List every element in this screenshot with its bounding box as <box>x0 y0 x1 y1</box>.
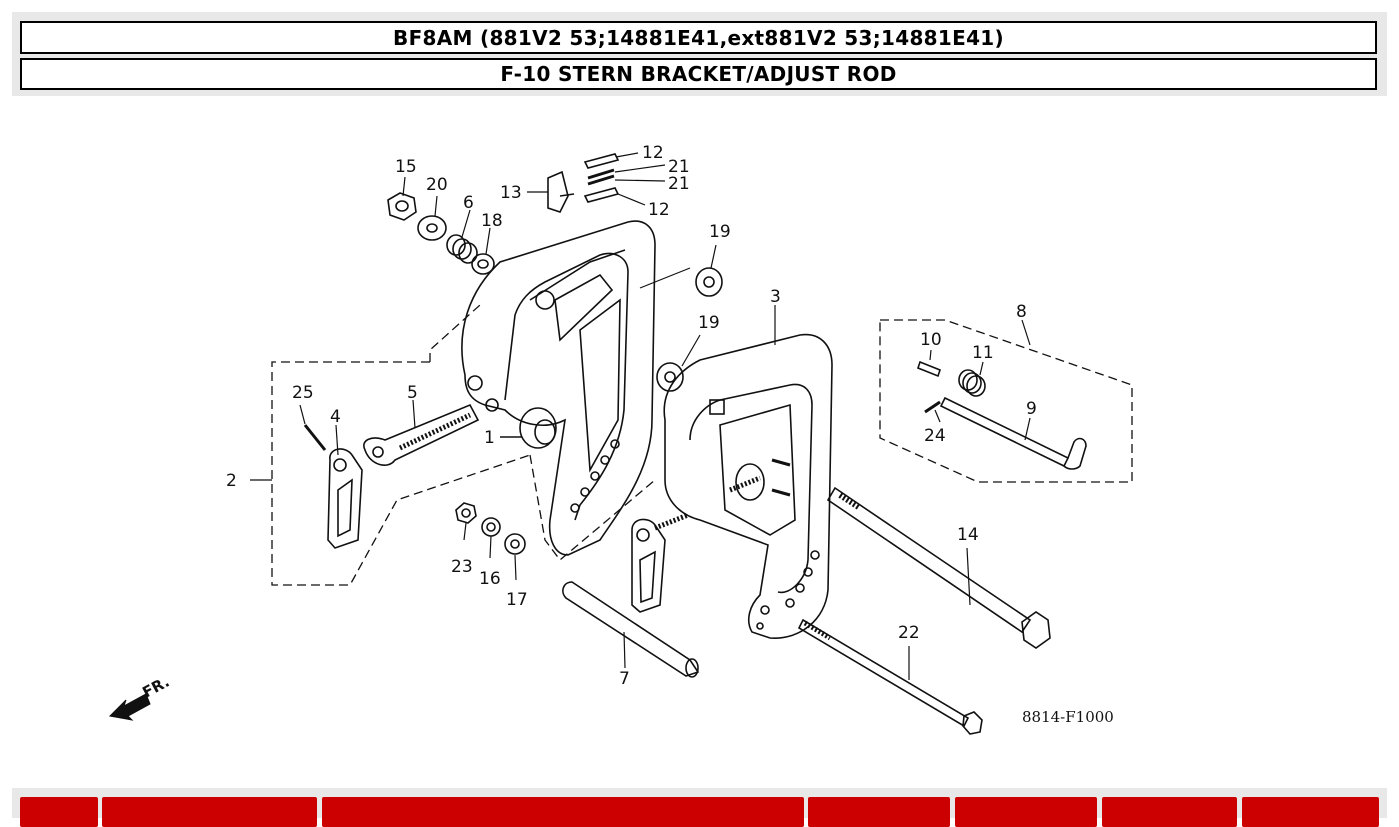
callout-25: 25 <box>292 383 314 403</box>
part-9-adjust-rod <box>939 396 1087 470</box>
section-title: F-10 STERN BRACKET/ADJUST ROD <box>20 58 1377 90</box>
part-14-bolt <box>826 486 1051 649</box>
callout-14: 14 <box>957 525 979 545</box>
model-title: BF8AM (881V2 53;14881E41,ext881V2 53;148… <box>20 21 1377 54</box>
callout-18: 18 <box>481 211 503 231</box>
parts-diagram: 1 2 3 4 5 6 7 8 9 10 11 12 12 13 14 15 1… <box>108 143 1133 735</box>
part-22-bolt <box>797 618 983 735</box>
parts-table-header-cell <box>1242 797 1379 827</box>
part-6-spring <box>446 234 478 264</box>
callout-15: 15 <box>395 157 417 177</box>
part-17-washer <box>504 533 526 555</box>
part-5-rod <box>363 403 480 466</box>
right-lever <box>631 512 689 613</box>
left-stern-bracket <box>461 220 656 556</box>
callout-19-upper: 19 <box>709 222 731 242</box>
callout-20: 20 <box>426 175 448 195</box>
parts-table-header-cell <box>808 797 950 827</box>
parts-table-header-cell <box>1102 797 1237 827</box>
callout-3: 3 <box>770 287 781 307</box>
part-3-right-bracket <box>663 333 833 639</box>
part-15-nut <box>387 192 417 221</box>
part-12-21-pins <box>583 153 620 203</box>
callout-11: 11 <box>972 343 994 363</box>
callout-24: 24 <box>924 426 946 446</box>
part-11-spring <box>958 369 986 397</box>
drawing-code: 8814-F1000 <box>1022 708 1114 726</box>
callout-12-upper: 12 <box>642 143 664 163</box>
part-24-pin <box>924 400 941 414</box>
callout-6: 6 <box>463 193 474 213</box>
assembly-outline-2 <box>271 304 656 586</box>
callout-21-upper: 21 <box>668 157 690 177</box>
callout-2: 2 <box>226 471 237 491</box>
callout-9: 9 <box>1026 399 1037 419</box>
part-20-washer <box>417 215 447 241</box>
callout-4: 4 <box>330 407 341 427</box>
callout-5: 5 <box>407 383 418 403</box>
part-23-nut <box>455 502 477 524</box>
callout-16: 16 <box>479 569 501 589</box>
part-18-washer <box>471 253 495 275</box>
part-4-lever <box>327 448 363 549</box>
part-10-pin <box>917 360 941 378</box>
front-direction-arrow: FR. <box>108 673 172 721</box>
part-13-clip <box>547 170 575 213</box>
right-bracket-bushing <box>729 463 765 501</box>
part-25-pin <box>303 424 327 451</box>
callout-8: 8 <box>1016 302 1027 322</box>
callout-7: 7 <box>619 669 630 689</box>
callout-13: 13 <box>500 183 522 203</box>
part-16-washer <box>481 517 501 537</box>
callout-labels: 1 2 3 4 5 6 7 8 9 10 11 12 12 13 14 15 1… <box>226 143 1037 689</box>
callout-19-lower: 19 <box>698 313 720 333</box>
parts-table-header-cell <box>102 797 317 827</box>
leader-lines <box>250 152 1031 680</box>
parts-table-header-cell <box>322 797 804 827</box>
part-7-tube <box>562 581 700 678</box>
callout-1: 1 <box>484 428 495 448</box>
parts-table-header-cell <box>955 797 1097 827</box>
part-19-washer-lower <box>656 362 684 392</box>
part-1-bushing <box>500 407 557 449</box>
callout-21-lower: 21 <box>668 174 690 194</box>
callout-10: 10 <box>920 330 942 350</box>
callout-23: 23 <box>451 557 473 577</box>
part-19-washer-upper <box>695 267 723 297</box>
assembly-outline-8 <box>879 319 1133 483</box>
callout-22: 22 <box>898 623 920 643</box>
callout-17: 17 <box>506 590 528 610</box>
parts-table-header-cell <box>20 797 98 827</box>
callout-12-lower: 12 <box>648 200 670 220</box>
